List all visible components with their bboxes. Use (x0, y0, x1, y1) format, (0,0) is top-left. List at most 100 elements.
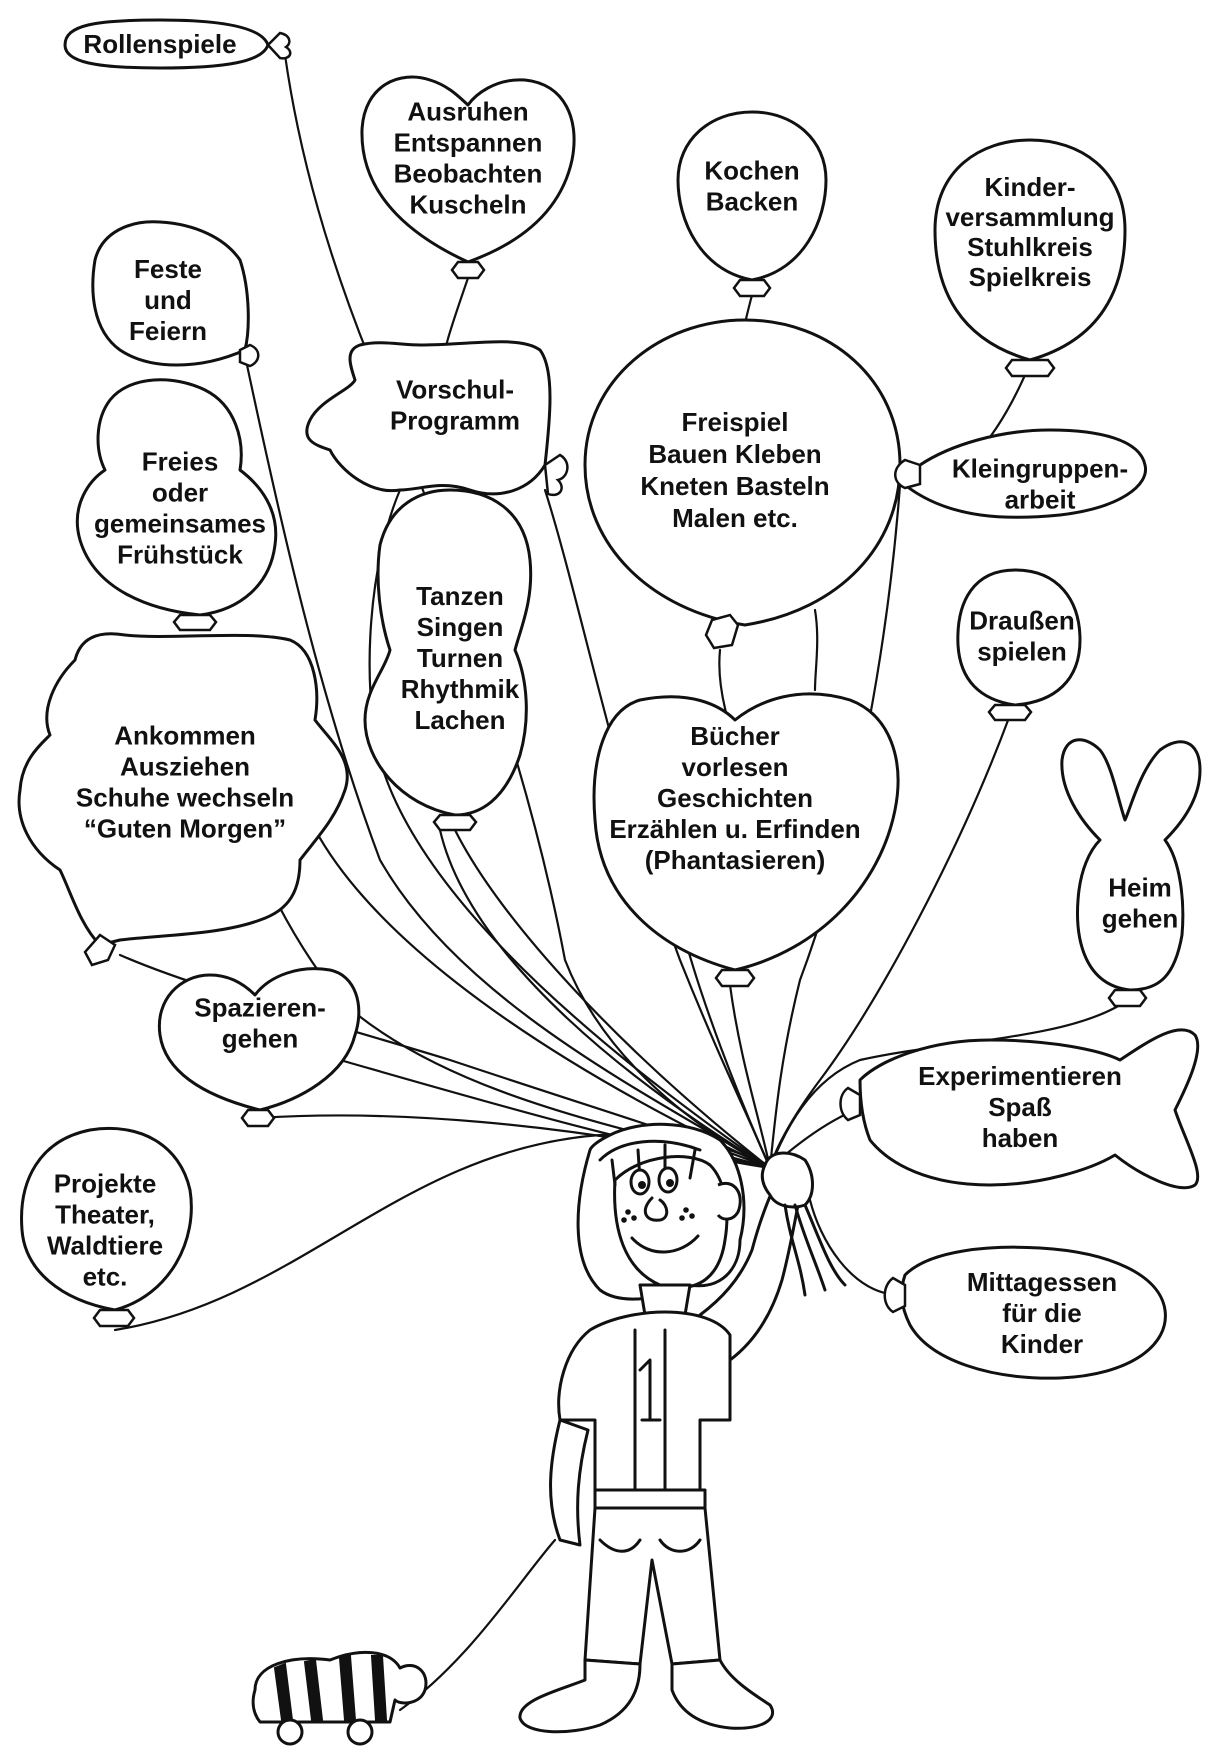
balloon-text-spazieren: Spazieren-gehen (194, 993, 326, 1054)
balloon-spazieren: Spazieren-gehen (157, 967, 361, 1128)
balloon-line-freispiel-1: Bauen Kleben (648, 439, 821, 469)
balloon-line-vorschul-0: Vorschul- (396, 375, 514, 405)
balloon-line-feste-0: Feste (134, 254, 202, 284)
balloon-line-kinderversammlung-3: Spielkreis (969, 262, 1092, 292)
string-ankommen-b (308, 818, 772, 1170)
balloon-kleingruppen: Kleingruppen-arbeit (894, 428, 1147, 519)
balloon-line-ankommen-3: “Guten Morgen” (84, 814, 286, 844)
boy-mouth (630, 1234, 700, 1254)
balloon-line-tanzen-2: Turnen (417, 643, 503, 673)
balloon-line-kochen-0: Kochen (704, 156, 799, 186)
balloon-line-draussen-0: Draußen (969, 606, 1074, 636)
balloon-line-kochen-1: Backen (706, 187, 799, 217)
balloon-text-vorschul: Vorschul-Programm (390, 375, 520, 436)
string-mittagessen (808, 1198, 897, 1297)
balloon-line-kleingruppen-0: Kleingruppen- (952, 454, 1128, 484)
balloon-text-kleingruppen: Kleingruppen-arbeit (952, 454, 1128, 515)
balloon-rollenspiele: Rollenspiele (63, 18, 292, 70)
boy-arm-left (549, 1418, 590, 1547)
string-freispiel-b (813, 608, 819, 692)
string-tanzen-b (438, 828, 772, 1170)
balloon-line-tanzen-3: Rhythmik (401, 674, 520, 704)
balloon-line-ankommen-1: Ausziehen (120, 752, 250, 782)
balloon-line-fruehstueck-1: oder (152, 478, 208, 508)
shirt-number (638, 1358, 662, 1422)
balloon-line-buecher-0: Bücher (690, 721, 780, 751)
balloon-line-ankommen-2: Schuhe wechseln (76, 783, 294, 813)
balloon-line-feste-2: Feiern (129, 316, 207, 346)
string-tanzen (453, 828, 772, 1170)
string-vorschul-b (368, 488, 772, 1170)
balloon-line-ausruhen-2: Beobachten (394, 159, 543, 189)
balloon-line-heim-1: gehen (1102, 904, 1179, 934)
balloon-line-fruehstueck-3: Frühstück (117, 540, 243, 570)
balloon-line-fruehstueck-0: Freies (142, 447, 219, 477)
balloon-line-mittagessen-1: für die (1002, 1298, 1081, 1328)
balloon-line-ausruhen-1: Entspannen (394, 128, 543, 158)
balloon-line-tanzen-4: Lachen (414, 705, 505, 735)
balloon-line-tanzen-1: Singen (417, 612, 504, 642)
balloon-line-projekte-2: Waldtiere (47, 1231, 163, 1261)
balloon-line-kinderversammlung-0: Kinder- (985, 172, 1076, 202)
balloon-line-mittagessen-2: Kinder (1001, 1329, 1083, 1359)
balloon-line-kinderversammlung-1: versammlung (945, 202, 1114, 232)
balloon-line-tanzen-0: Tanzen (416, 581, 504, 611)
balloon-line-projekte-3: etc. (83, 1262, 128, 1292)
balloon-line-buecher-1: vorlesen (682, 752, 789, 782)
zebra-toy (251, 1650, 428, 1746)
balloon-line-ankommen-0: Ankommen (114, 721, 256, 751)
boy-ear (716, 1181, 742, 1221)
balloon-line-buecher-4: (Phantasieren) (645, 845, 826, 875)
balloon-line-spazieren-1: gehen (222, 1024, 299, 1054)
balloon-line-experimentieren-2: haben (982, 1123, 1059, 1153)
boy-nose (643, 1196, 669, 1222)
balloon-line-freispiel-2: Kneten Basteln (640, 471, 829, 501)
balloon-line-experimentieren-1: Spaß (988, 1092, 1052, 1122)
balloon-line-heim-0: Heim (1108, 873, 1172, 903)
balloon-line-kleingruppen-1: arbeit (1005, 485, 1076, 515)
balloon-line-vorschul-1: Programm (390, 406, 520, 436)
string-heim (768, 1003, 1122, 1170)
balloon-line-ausruhen-3: Kuscheln (409, 190, 526, 220)
balloon-line-projekte-1: Theater, (55, 1200, 155, 1230)
string-buecher (728, 983, 772, 1170)
balloon-line-kinderversammlung-2: Stuhlkreis (967, 232, 1093, 262)
balloon-line-buecher-3: Erzählen u. Erfinden (609, 814, 860, 844)
balloon-line-fruehstueck-2: gemeinsames (94, 509, 266, 539)
boy-shoe-left (518, 1658, 642, 1734)
boy-shirt (557, 1310, 732, 1497)
balloon-line-feste-1: und (144, 285, 192, 315)
balloon-line-rollenspiele-0: Rollenspiele (83, 29, 236, 59)
balloon-line-draussen-1: spielen (977, 637, 1067, 667)
balloon-text-rollenspiele: Rollenspiele (83, 29, 236, 59)
balloon-vorschul: Vorschul-Programm (305, 340, 569, 497)
boy-trousers (583, 1506, 722, 1666)
